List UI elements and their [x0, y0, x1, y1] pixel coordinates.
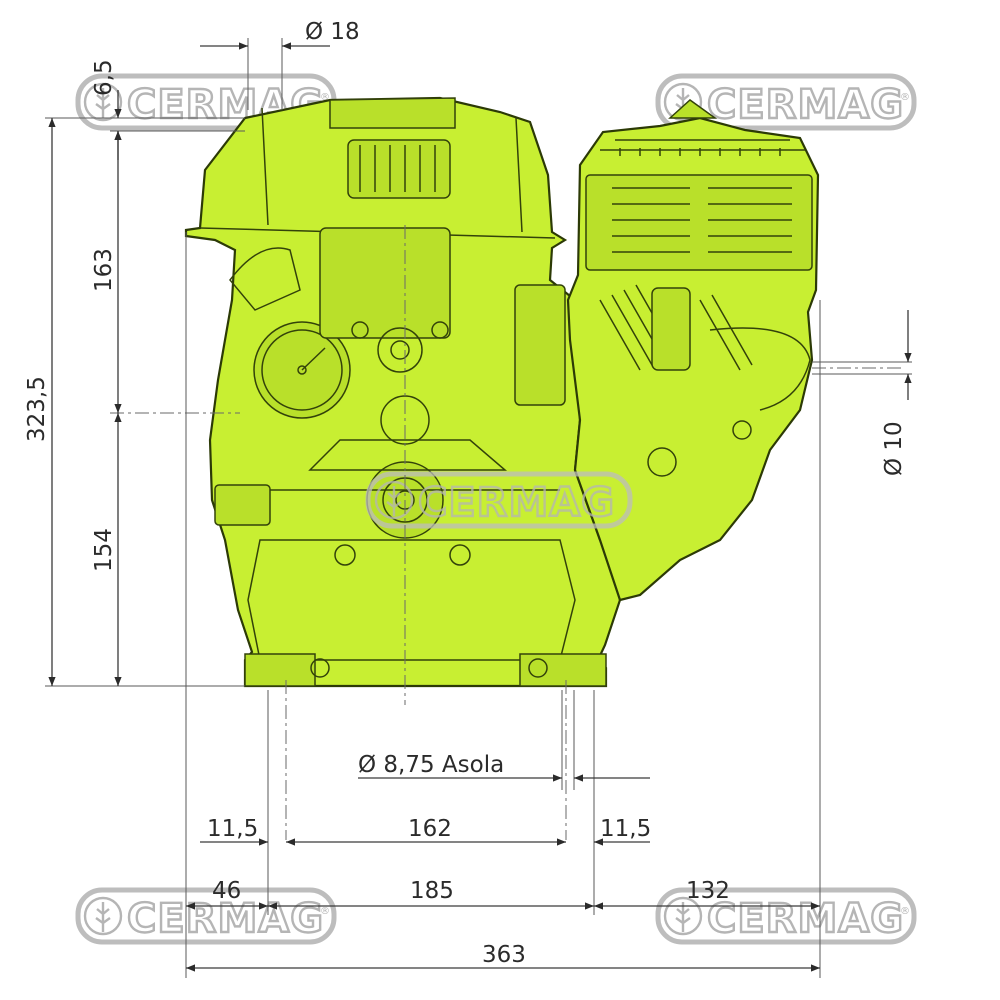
wheat-icon [374, 480, 414, 520]
watermark-text: CERMAG [418, 480, 615, 526]
registered-mark: ® [900, 92, 910, 103]
dim-lower-height: 154 [91, 528, 117, 572]
dim-total-height: 323,5 [24, 376, 50, 442]
wheat-icon [83, 82, 123, 122]
dim-total-width: 363 [482, 942, 526, 968]
wheat-icon [83, 896, 123, 936]
dim-slot-label: Ø 8,75 Asola [358, 752, 504, 778]
registered-mark: ® [320, 92, 330, 103]
dim-foot-right-margin: 11,5 [600, 816, 651, 842]
dim-right-width: 132 [686, 878, 730, 904]
left-foot [244, 653, 316, 687]
registered-mark: ® [900, 906, 910, 917]
dimension-lines [48, 42, 912, 972]
center-lines [110, 225, 902, 840]
dim-foot-left-margin: 11,5 [207, 816, 258, 842]
watermark-logo-bottom-left: CERMAG ® [75, 887, 337, 945]
dim-foot-spacing: 162 [408, 816, 452, 842]
extension-lines [45, 38, 912, 978]
dim-mid-width: 185 [410, 878, 454, 904]
fuel-cap [347, 139, 451, 199]
dim-left-width: 46 [212, 878, 241, 904]
registered-mark: ® [320, 906, 330, 917]
watermark-text: CERMAG [707, 82, 904, 128]
dim-upper-height: 163 [91, 248, 117, 292]
blower-grille [585, 174, 813, 271]
right-foot [519, 653, 607, 687]
watermark-text: CERMAG [707, 896, 904, 942]
watermark-logo-center: CERMAG [365, 471, 633, 529]
dim-shaft-diameter: Ø 18 [305, 19, 360, 45]
dim-hole-diameter: Ø 10 [881, 421, 907, 476]
dim-top-offset: 6,5 [91, 59, 117, 96]
engine-illustration [184, 96, 820, 688]
fuel-tank-top [329, 97, 456, 129]
dimension-labels: Ø 18 6,5 323,5 163 154 Ø 10 Ø 8,75 Asola… [24, 19, 907, 968]
